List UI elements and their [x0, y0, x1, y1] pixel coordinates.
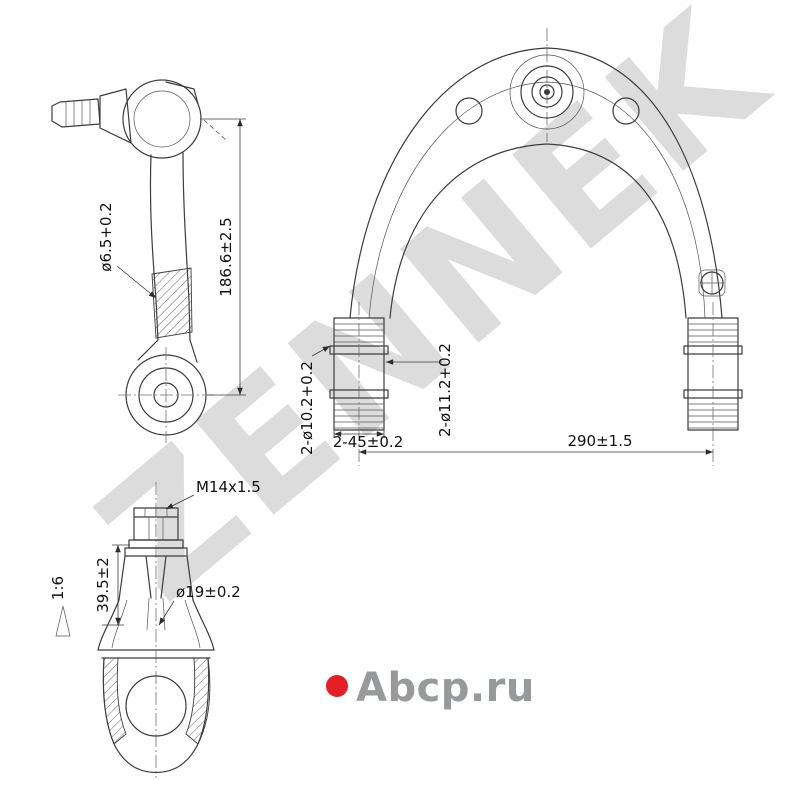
- dim-stud-height: 39.5±2: [94, 557, 112, 613]
- arm-boss: [698, 269, 726, 297]
- front-view-control-arm: 2-45±0.2 290±1.5 2-ø11.2+0.2 2-ø10.2+0.2: [298, 28, 743, 466]
- link-rod: [137, 152, 198, 363]
- ball-stud: [51, 88, 132, 144]
- bushing-right: [683, 302, 743, 466]
- abcp-logo: Abcp.ru: [326, 665, 535, 711]
- eye-bushing: [118, 347, 214, 443]
- dim-thread: M14x1.5: [196, 478, 261, 496]
- ball-joint-dimensions: M14x1.5 39.5±2 ø19±0.2 1:6: [49, 478, 261, 637]
- dim-link-length: 186.6±2.5: [217, 217, 235, 296]
- taper-symbol-icon: [55, 605, 71, 637]
- dim-bore-inner: 2-ø11.2+0.2: [436, 343, 454, 437]
- dim-bushing-length: 2-45±0.2: [333, 433, 403, 451]
- dust-boot: [97, 555, 215, 659]
- side-view-link: 186.6±2.5 ø6.5+0.2: [51, 79, 246, 443]
- arm-arch: [349, 47, 723, 319]
- dim-ball-diameter: ø19±0.2: [176, 583, 241, 601]
- logo-red-dot-icon: [326, 675, 348, 697]
- arm-dimensions: 2-45±0.2 290±1.5 2-ø11.2+0.2 2-ø10.2+0.2: [298, 343, 713, 455]
- ball-joint-mount: [455, 54, 640, 130]
- logo-text: Abcp.ru: [356, 665, 535, 711]
- dim-rod-hole: ø6.5+0.2: [97, 202, 115, 271]
- dim-taper: 1:6: [49, 576, 67, 600]
- dim-bore-outer: 2-ø10.2+0.2: [298, 361, 316, 455]
- detail-view-ball-joint: M14x1.5 39.5±2 ø19±0.2 1:6: [49, 478, 261, 778]
- bushing-left: [329, 302, 389, 466]
- link-dimensions: 186.6±2.5 ø6.5+0.2: [97, 118, 246, 396]
- dim-span: 290±1.5: [567, 432, 632, 450]
- castle-nut: [124, 507, 188, 557]
- joint-housing: [102, 657, 211, 774]
- tapered-stud: [145, 555, 167, 631]
